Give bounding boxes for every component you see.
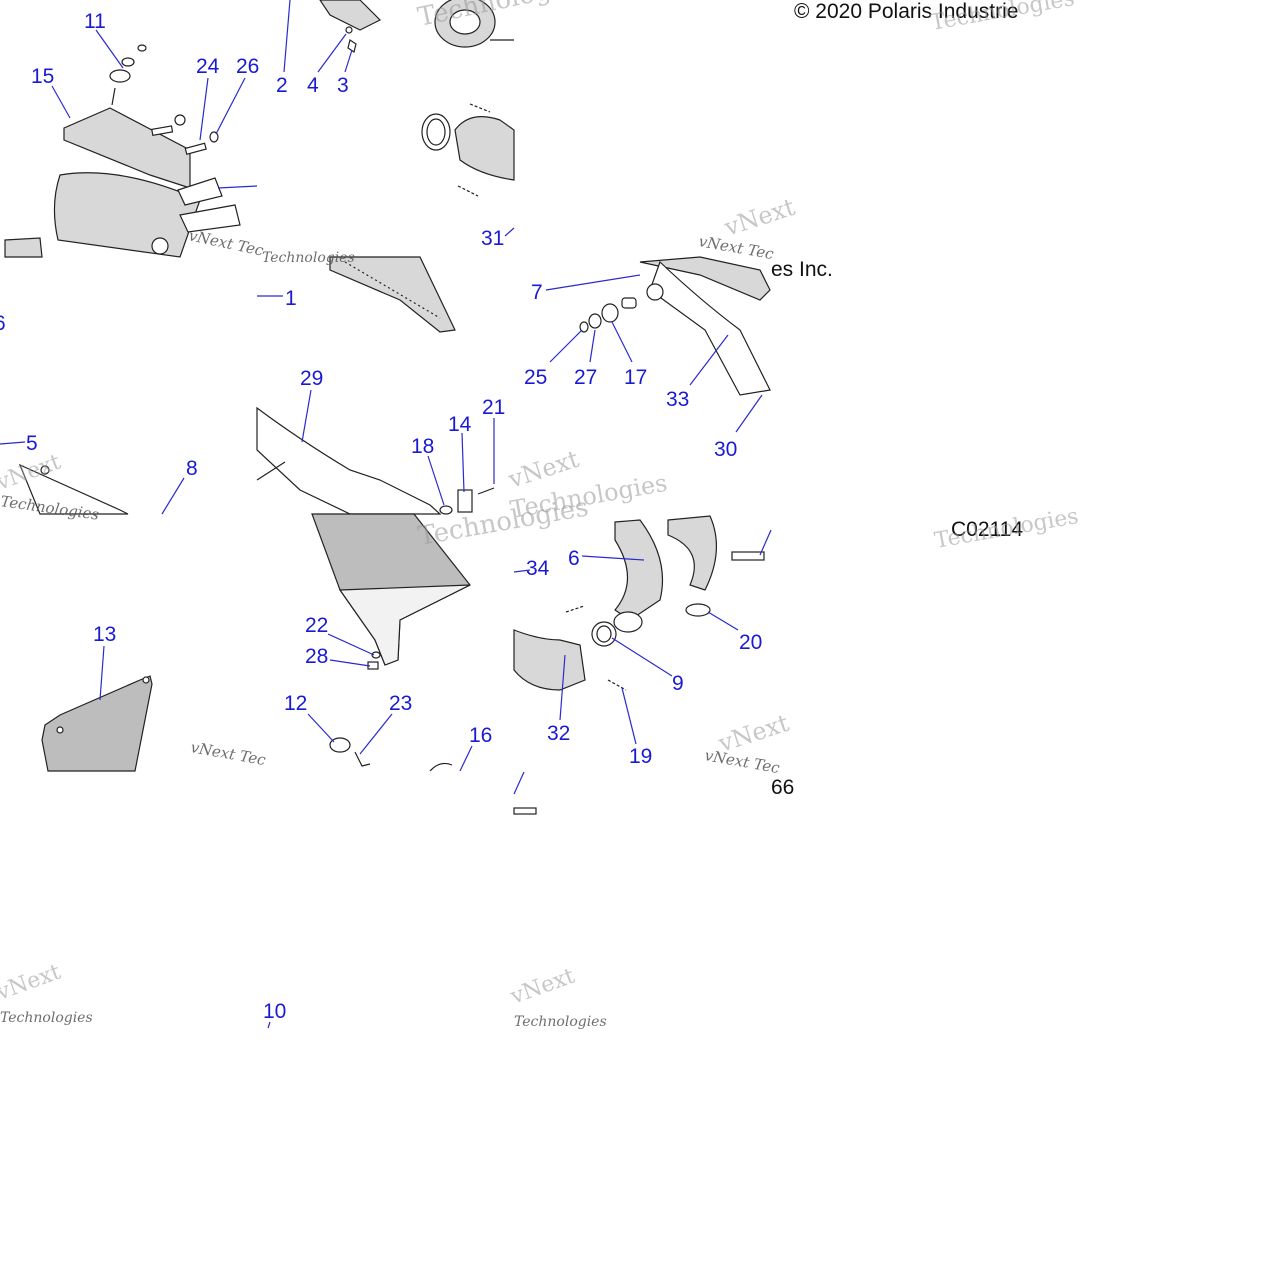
svg-text:vNext: vNext (714, 709, 792, 758)
watermark-text-2: Technologies (415, 0, 590, 33)
tile-right-misc: C02114 Technologies 66 (771, 504, 1080, 799)
tile-bottom: 10 vNext Technologies vNext Technologies (0, 771, 607, 1030)
callout-25: 25 (524, 366, 547, 389)
callout-8: 8 (186, 457, 198, 480)
callout-17: 17 (624, 366, 647, 389)
callout-14: 14 (448, 413, 472, 436)
tile-headpipe-2: 34 6 20 9 32 19 vNext Tec vNext (513, 515, 793, 777)
svg-text:Technologies: Technologies (262, 250, 355, 266)
callout-33: 33 (666, 388, 689, 411)
callout-12: 12 (284, 692, 307, 715)
callout-6: 6 (568, 547, 580, 570)
svg-text:vNext: vNext (507, 964, 579, 1010)
tile-headpipe: 7 25 27 17 33 30 es Inc. vNext Technolog… (504, 256, 833, 524)
svg-text:vNext: vNext (0, 960, 64, 1006)
tile-flange-springs: 2 4 3 31 Technologies (276, 0, 590, 250)
callout-11: 11 (84, 10, 106, 33)
callout-34: 34 (526, 557, 550, 580)
callout-27: 27 (574, 366, 597, 389)
callout-24: 24 (196, 55, 220, 78)
callout-5: 5 (26, 432, 38, 455)
svg-text:Technologies: Technologies (0, 1010, 93, 1026)
callout-30: 30 (714, 438, 737, 461)
callout-19: 19 (629, 745, 652, 768)
callout-13: 13 (93, 623, 116, 646)
tile-shield-tube: 1 29 18 14 21 Technologies (256, 250, 505, 515)
svg-text:vNext: vNext (720, 193, 798, 242)
callout-31: 31 (481, 227, 504, 250)
callout-1: 1 (285, 287, 297, 310)
callout-15: 15 (31, 65, 54, 88)
callout-29: 29 (300, 367, 323, 390)
callout-9: 9 (672, 672, 684, 695)
callout-6-edge: 6 (0, 312, 6, 335)
gasket-part (329, 737, 351, 753)
callout-16: 16 (469, 724, 492, 747)
muffler-body-part (53, 172, 201, 258)
copyright-text: © 2020 Polaris Industrie (794, 0, 1018, 23)
callout-2: 2 (276, 74, 288, 97)
callout-4: 4 (307, 74, 319, 97)
callout-7: 7 (531, 281, 543, 304)
tile-header: © 2020 Polaris Industrie Technologies vN… (697, 0, 1076, 263)
callout-10: 10 (263, 1000, 286, 1023)
tile-bracket-left: 6 5 8 Technologies vNext (0, 312, 198, 524)
callout-18: 18 (411, 435, 434, 458)
tile-heat-plate: 22 28 12 23 16 Technologies (284, 492, 591, 772)
diagram-id: C02114 (951, 518, 1023, 541)
callout-22: 22 (305, 614, 328, 637)
watermark-text: vNext Tec (187, 226, 266, 260)
callout-3: 3 (337, 74, 349, 97)
callout-28: 28 (305, 645, 328, 668)
callout-20: 20 (739, 631, 762, 654)
svg-text:Technologies: Technologies (933, 504, 1081, 554)
callout-26: 26 (236, 55, 259, 78)
tile-bracket-13: 13 vNext Tec (41, 623, 268, 772)
svg-text:vNext Tec: vNext Tec (189, 738, 267, 769)
svg-text:Technologies: Technologies (514, 1014, 607, 1030)
callout-21: 21 (482, 396, 505, 419)
copyright-tail: es Inc. (771, 258, 833, 281)
tile-muffler-heatshield: 11 15 24 26 vNext Tec (4, 10, 266, 260)
page-number: 66 (771, 776, 794, 799)
grommet-part (109, 69, 131, 83)
callout-32: 32 (547, 722, 570, 745)
callout-23: 23 (389, 692, 412, 715)
